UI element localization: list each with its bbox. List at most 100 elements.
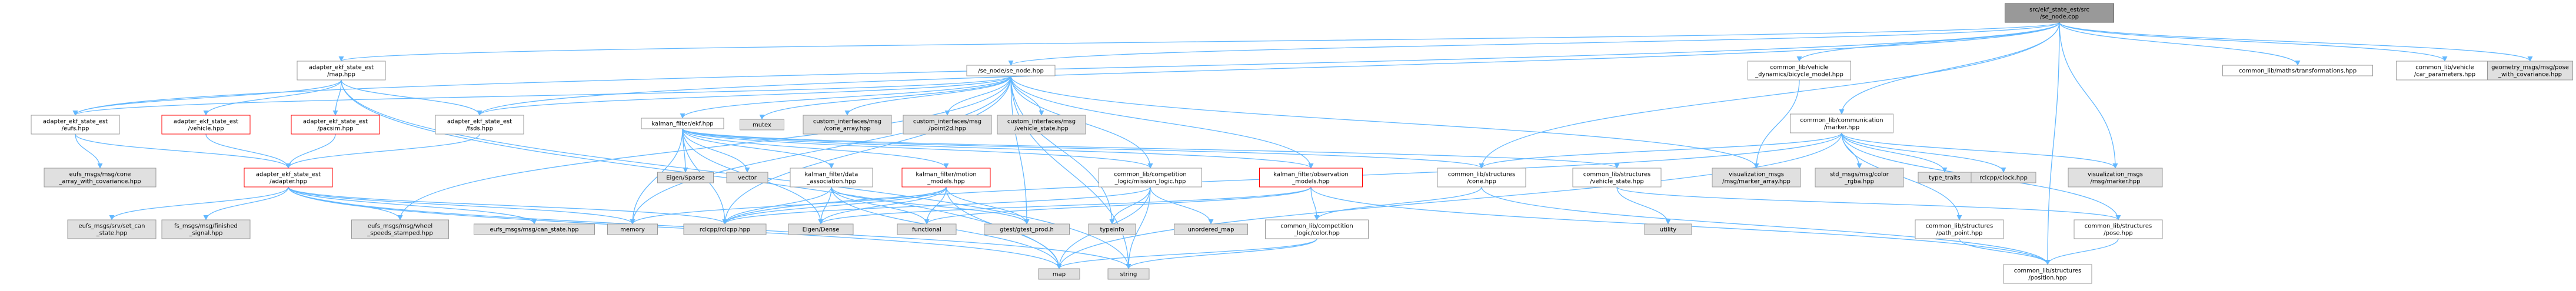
node-box [161, 115, 251, 135]
node-label: /msg/marker.hpp [2090, 179, 2140, 185]
node-label: memory [620, 227, 645, 233]
edge-communication-to-rclcpp_clock [1841, 132, 2006, 173]
node-position-hpp[interactable]: common_lib/structures/position.hpp [2003, 264, 2092, 284]
edge-kf_motion-to-gtest [946, 186, 1030, 225]
node-box [2005, 3, 2114, 23]
node-label: /car_parameters.hpp [2414, 72, 2475, 78]
node-kf-data-assoc[interactable]: kalman_filter/data_association.hpp [790, 168, 873, 188]
node-adapter-pacsim[interactable]: adapter_ekf_state_est/pacsim.hpp [291, 115, 380, 135]
node-label: eufs_msgs/srv/set_can [79, 223, 145, 230]
node-box [1572, 168, 1662, 188]
node-eigen-dense: Eigen/Dense [788, 223, 854, 235]
node-adapter-fsds[interactable]: adapter_ekf_state_est/fsds.hpp [435, 115, 524, 135]
node-label: /cone_array.hpp [824, 126, 870, 132]
edge-kf_obs-to-functional [924, 186, 1312, 225]
edge-root-to-adapter_fsds [477, 22, 2060, 116]
node-label: unordered_map [1188, 227, 1234, 233]
node-cone-hpp[interactable]: common_lib/structures/cone.hpp [1437, 168, 1526, 188]
edge-kalman-to-kf_motion [682, 128, 949, 169]
node-label: common_lib/structures [1448, 172, 1515, 178]
node-map: map [1038, 268, 1080, 280]
node-eufs-can: eufs_msgs/srv/set_can_state.hpp [67, 219, 157, 239]
node-pose-hpp[interactable]: common_lib/structures/pose.hpp [2074, 219, 2163, 239]
edge-communication-to-cone_hpp [1479, 132, 1842, 169]
node-label: common_lib/maths/transformations.hpp [2239, 68, 2357, 75]
edge-path_point-to-position_hpp [1959, 238, 2051, 265]
node-box [1174, 223, 1248, 235]
node-label: kalman_filter/data [805, 172, 858, 178]
edge-adapter_hpp-to-eufs_can_state [288, 186, 537, 225]
edge-kalman-to-mission_logic [682, 128, 1153, 169]
node-fs-msgs: fs_msgs/msg/finished_signal.hpp [161, 219, 251, 239]
node-vis-marker: visualization_msgs/msg/marker.hpp [2068, 168, 2163, 188]
node-box [1971, 172, 2036, 183]
node-mission-logic[interactable]: common_lib/competition_logic/mission_log… [1099, 168, 1202, 188]
node-mutex: mutex [740, 119, 784, 131]
edge-adapter_hpp-to-memory [288, 186, 635, 225]
node-label: visualization_msgs [1729, 172, 1784, 178]
edge-communication-to-vis_marker [1841, 132, 2118, 169]
edge-se_node-to-eufs_wheel [397, 75, 1011, 220]
node-path-point[interactable]: common_lib/structures/path_point.hpp [1915, 219, 2004, 239]
nodes-layer: src/ekf_state_est/src/se_node.cppadapter… [31, 3, 2573, 284]
node-box [291, 115, 380, 135]
node-box [1790, 113, 1893, 133]
node-box [984, 223, 1070, 235]
node-bicycle[interactable]: common_lib/vehicle_dynamics/bicycle_mode… [1748, 61, 1851, 81]
node-box [44, 168, 157, 188]
node-box [1107, 268, 1150, 280]
node-box [1088, 223, 1136, 235]
node-box [2074, 219, 2163, 239]
node-color-hpp[interactable]: common_lib/competition_logic/color.hpp [1265, 219, 1369, 239]
edge-kf_motion-to-eigen_dense [818, 186, 947, 225]
node-box [641, 118, 724, 129]
node-label: common_lib/competition [1114, 172, 1187, 178]
edge-mission_logic-to-string [1126, 186, 1151, 269]
edge-root-to-adapter_map [339, 22, 2060, 62]
node-label: /msg/marker_array.hpp [1722, 179, 1790, 185]
node-car-params[interactable]: common_lib/vehicle/car_parameters.hpp [2396, 61, 2494, 81]
edge-adapter_map-to-adapter_pacsim [332, 79, 342, 116]
node-label: vector [738, 175, 757, 182]
edge-vehicle_state_hpp-to-pose_hpp [1616, 186, 2121, 220]
node-color-rgba: std_msgs/msg/color_rgba.hpp [1815, 168, 1904, 188]
node-adapter-hpp[interactable]: adapter_ekf_state_est/adapter.hpp [244, 168, 333, 188]
node-label: custom_interfaces/msg [913, 119, 981, 125]
node-box [903, 115, 992, 135]
node-box [67, 219, 157, 239]
node-communication[interactable]: common_lib/communication/marker.hpp [1790, 113, 1893, 133]
edge-bicycle-to-marker_array [1753, 79, 1800, 169]
node-memory: memory [607, 223, 658, 235]
edge-pose_hpp-to-position_hpp [2045, 238, 2119, 265]
node-box [31, 115, 120, 135]
node-label: adapter_ekf_state_est [174, 119, 238, 125]
node-kf-motion[interactable]: kalman_filter/motion_models.hpp [901, 168, 991, 188]
edge-kalman-to-vehicle_state_hpp [682, 128, 1620, 169]
node-label: _association.hpp [806, 179, 856, 185]
node-box [997, 115, 1086, 135]
edge-se_node-to-cone_array [844, 75, 1011, 116]
node-adapter-eufs[interactable]: adapter_ekf_state_est/eufs.hpp [31, 115, 120, 135]
edge-kf_motion-to-memory [630, 186, 947, 225]
node-label: /vehicle_state.hpp [1014, 126, 1069, 132]
node-box [1259, 168, 1363, 188]
node-root[interactable]: src/ekf_state_est/src/se_node.cpp [2005, 3, 2114, 23]
node-box [1644, 223, 1692, 235]
node-label: typeinfo [1100, 227, 1124, 233]
node-type-traits: type_traits [1918, 172, 1972, 183]
node-adapter-vehicle[interactable]: adapter_ekf_state_est/vehicle.hpp [161, 115, 251, 135]
node-label: rclcpp/clock.hpp [1979, 175, 2028, 182]
edge-root-to-se_node [1008, 22, 2060, 66]
edge-kf_motion-to-rclcpp [722, 186, 947, 225]
node-transforms[interactable]: common_lib/maths/transformations.hpp [2222, 65, 2373, 76]
node-kalman[interactable]: kalman_filter/ekf.hpp [641, 118, 724, 129]
edge-root-to-pose_cov [2059, 22, 2533, 62]
edge-se_node-to-adapter_eufs [72, 75, 1011, 116]
node-vehicle-state-hpp[interactable]: common_lib/structures/vehicle_state.hpp [1572, 168, 1662, 188]
node-se-node[interactable]: /se_node/se_node.hpp [966, 65, 1056, 76]
node-string: string [1107, 268, 1150, 280]
node-adapter-map[interactable]: adapter_ekf_state_est/map.hpp [297, 61, 386, 81]
node-kf-obs[interactable]: kalman_filter/observation_models.hpp [1259, 168, 1363, 188]
edge-mission_logic-to-unordered_map [1150, 186, 1214, 225]
